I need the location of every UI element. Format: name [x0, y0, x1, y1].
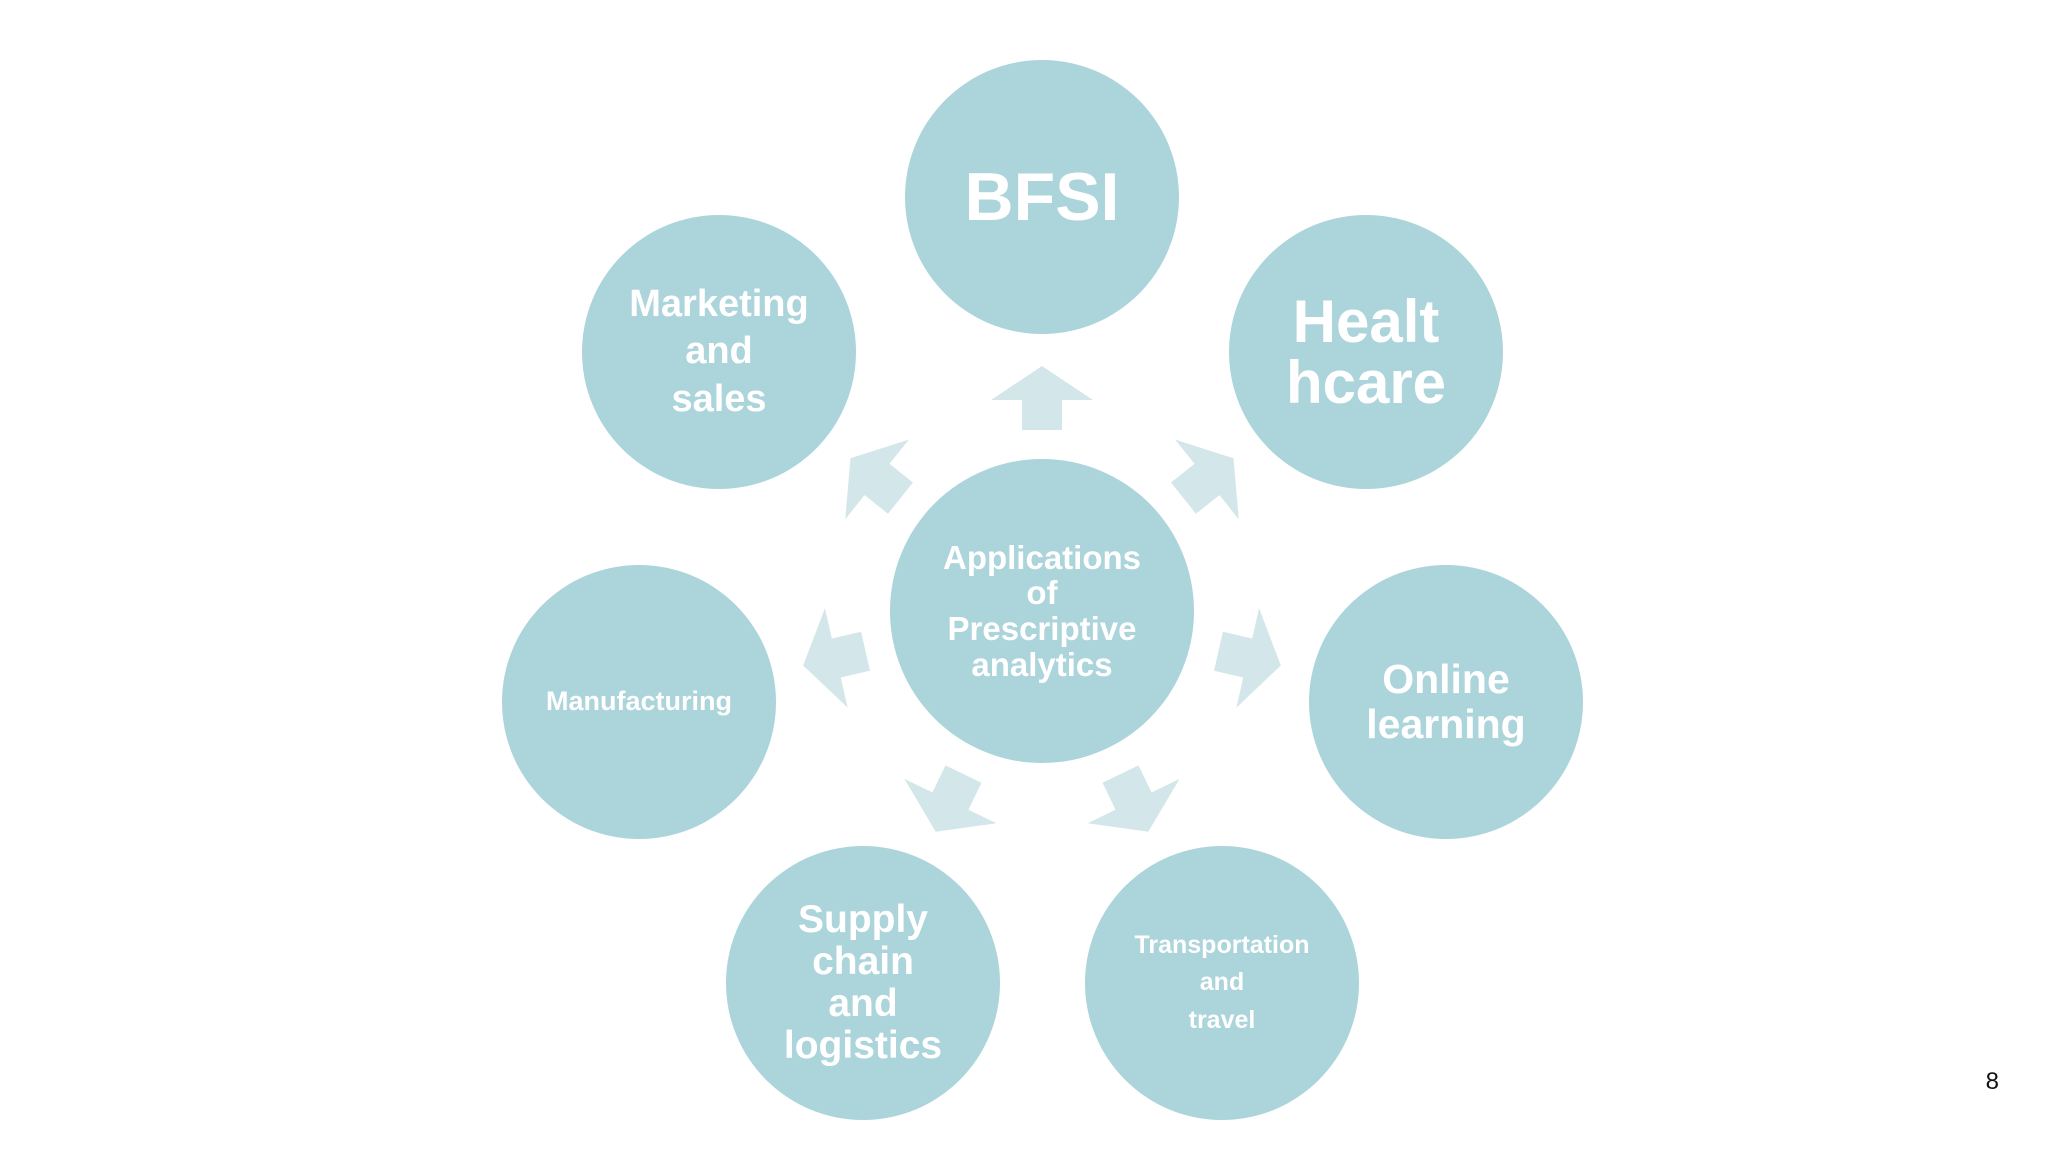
node-marketing: Marketing and sales [582, 215, 856, 489]
arrow-to-online-learning [1214, 608, 1281, 708]
center-label: Applications of Prescriptive analytics [942, 538, 1142, 683]
arrow-to-manufacturing [803, 608, 870, 708]
center-circle: Applications of Prescriptive analytics [890, 459, 1194, 763]
node-online-learning-label: Online learning [1366, 655, 1526, 747]
node-manufacturing: Manufacturing [502, 565, 776, 839]
node-supply-chain-label: Supply chain and logistics [783, 897, 943, 1068]
arrow-to-healthcare [1171, 439, 1239, 520]
node-online-learning: Online learning [1309, 565, 1583, 839]
node-manufacturing-label: Manufacturing [546, 686, 732, 717]
page-number: 8 [1985, 1068, 1999, 1095]
node-healthcare: Healt hcare [1229, 215, 1503, 489]
arrow-to-supply-chain [904, 765, 997, 832]
node-transportation: Transportation and travel [1085, 846, 1359, 1120]
node-transportation-label: Transportation and travel [1134, 930, 1310, 1034]
node-bfsi-label: BFSI [964, 158, 1120, 235]
node-bfsi: BFSI [905, 60, 1179, 334]
arrow-to-marketing [845, 439, 913, 520]
node-marketing-label: Marketing and sales [629, 282, 809, 420]
node-healthcare-label: Healt hcare [1285, 287, 1447, 416]
arrow-to-transportation [1087, 765, 1180, 832]
node-supply-chain: Supply chain and logistics [726, 846, 1000, 1120]
arrow-to-bfsi [991, 366, 1093, 430]
